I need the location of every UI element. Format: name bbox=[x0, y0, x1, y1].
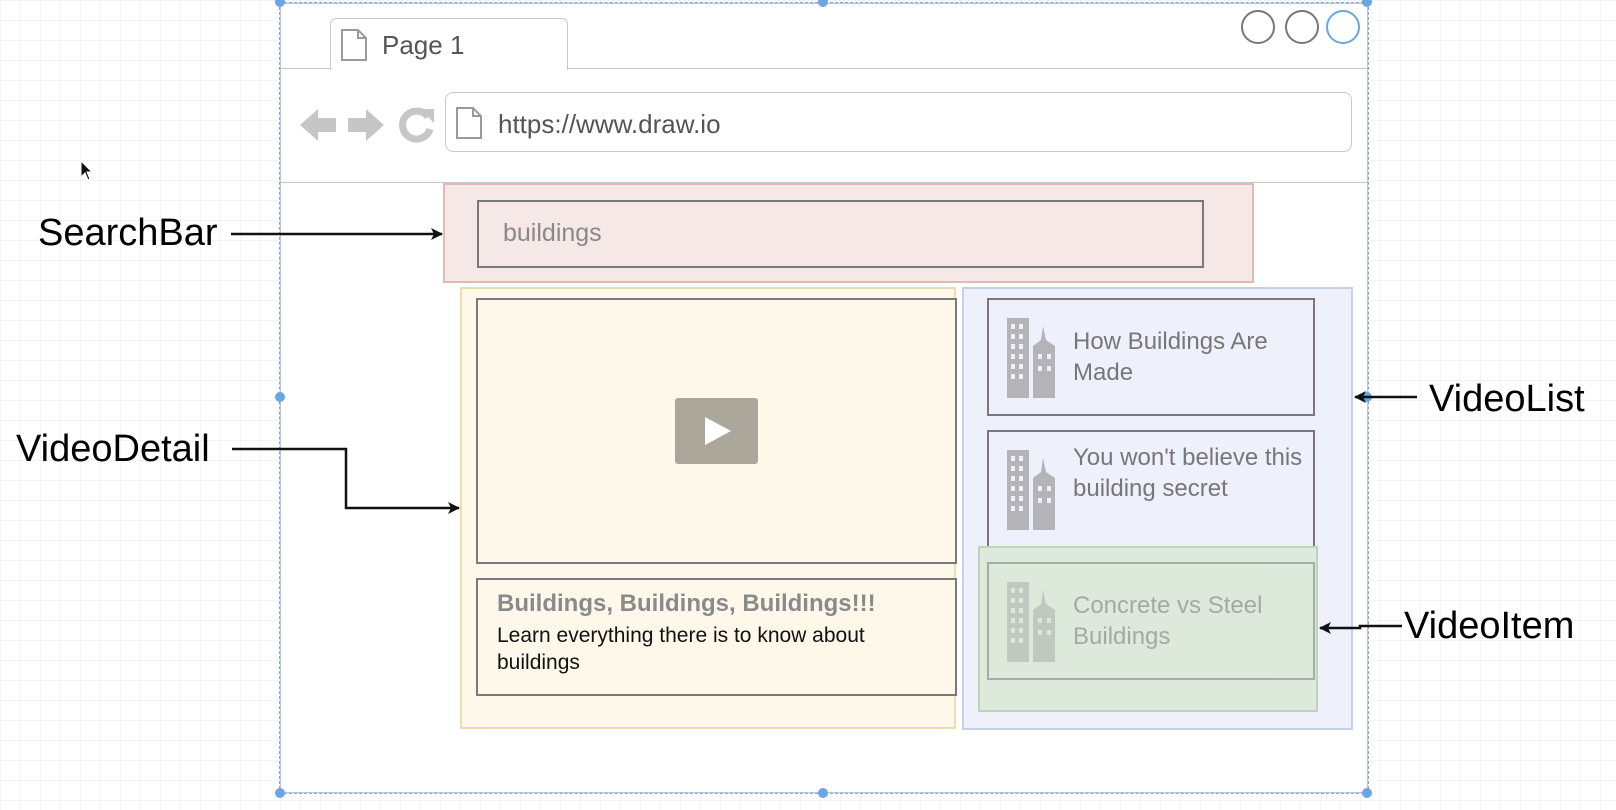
videodetail-arrow bbox=[232, 447, 460, 514]
tab-title: Page 1 bbox=[382, 30, 465, 60]
forward-arrow-icon[interactable] bbox=[346, 107, 386, 143]
back-arrow-icon[interactable] bbox=[298, 107, 338, 143]
tab-bar-divider bbox=[281, 68, 1367, 69]
selection-handle[interactable] bbox=[818, 788, 828, 798]
reload-icon[interactable] bbox=[396, 105, 436, 145]
page-icon bbox=[456, 107, 482, 139]
cursor-icon bbox=[80, 160, 94, 181]
search-input-value: buildings bbox=[503, 219, 602, 247]
page-icon bbox=[341, 29, 367, 61]
selection-handle[interactable] bbox=[1362, 788, 1372, 798]
play-icon bbox=[705, 417, 731, 445]
url-text: https://www.draw.io bbox=[498, 109, 721, 139]
video-description: Learn everything there is to know about … bbox=[497, 624, 865, 674]
buildings-icon bbox=[1007, 450, 1055, 530]
buildings-icon bbox=[1007, 318, 1055, 398]
video-item-title: Concrete vs Steel Buildings bbox=[1073, 592, 1263, 650]
video-info-panel bbox=[476, 578, 957, 696]
videodetail-annotation: VideoDetail bbox=[16, 428, 210, 470]
selection-handle[interactable] bbox=[275, 0, 285, 7]
video-list-item[interactable]: How Buildings Are Made bbox=[987, 298, 1315, 416]
selection-handle[interactable] bbox=[275, 788, 285, 798]
selection-handle[interactable] bbox=[275, 392, 285, 402]
window-button-1[interactable] bbox=[1241, 10, 1275, 44]
toolbar-divider bbox=[281, 182, 1367, 183]
video-list-item[interactable]: You won't believe this building secret bbox=[987, 430, 1315, 548]
video-title: Buildings, Buildings, Buildings!!! bbox=[497, 590, 876, 617]
browser-tab[interactable] bbox=[330, 18, 568, 70]
videolist-annotation: VideoList bbox=[1429, 378, 1585, 420]
videoitem-annotation: VideoItem bbox=[1404, 605, 1575, 647]
video-item-title: How Buildings Are Made bbox=[1073, 328, 1268, 386]
selection-handle[interactable] bbox=[1362, 0, 1372, 7]
window-button-3[interactable] bbox=[1326, 10, 1360, 44]
video-item-title: You won't believe this building secret bbox=[1073, 444, 1303, 502]
selection-handle[interactable] bbox=[818, 0, 828, 7]
address-bar[interactable] bbox=[445, 92, 1352, 152]
buildings-icon bbox=[1007, 582, 1055, 662]
videoitem-arrow bbox=[1319, 622, 1402, 634]
play-button[interactable] bbox=[675, 398, 758, 464]
search-input[interactable] bbox=[477, 200, 1204, 268]
searchbar-annotation: SearchBar bbox=[38, 212, 218, 254]
window-button-2[interactable] bbox=[1285, 10, 1319, 44]
video-list-item[interactable]: Concrete vs Steel Buildings bbox=[987, 562, 1315, 680]
